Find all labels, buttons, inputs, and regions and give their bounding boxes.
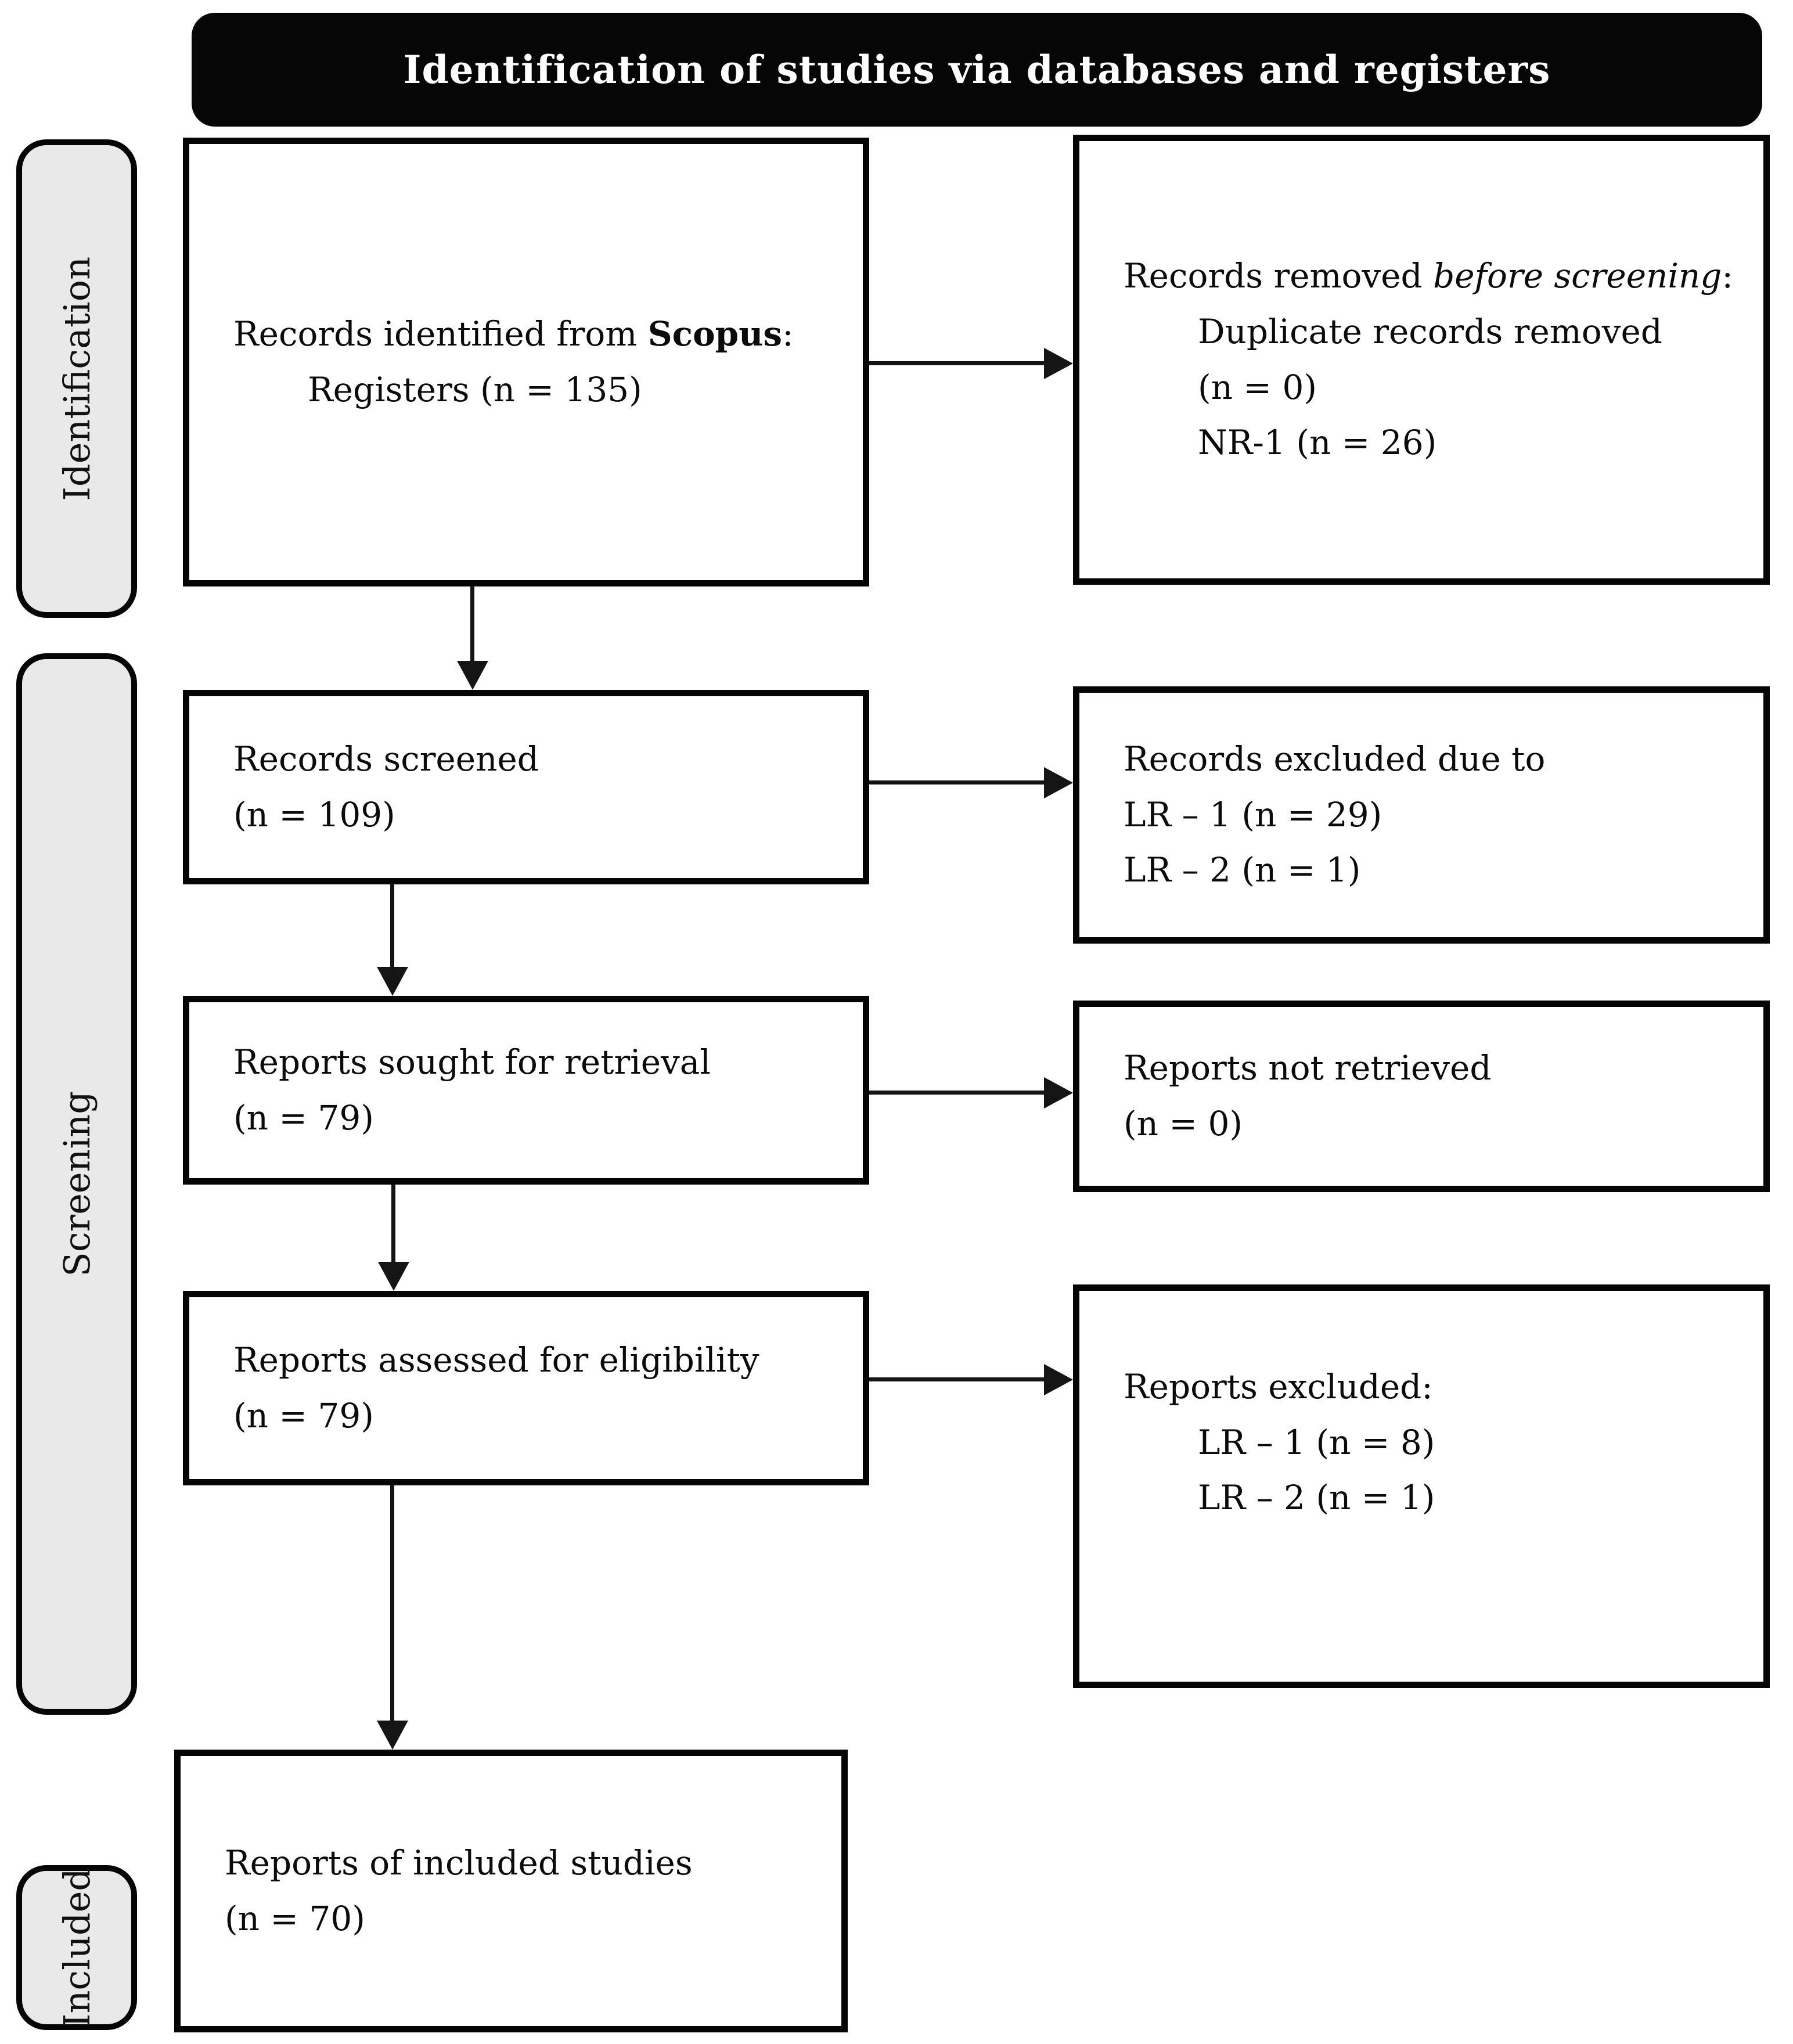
box-records-screened: Records screened (n = 109): [183, 690, 869, 884]
stage-label-included: Included: [16, 1865, 137, 2030]
reports-included-line2: (n = 70): [225, 1898, 365, 1938]
box-reports-sought: Reports sought for retrieval (n = 79): [183, 996, 869, 1185]
records-identified-line1: Records identified from Scopus:: [233, 314, 794, 354]
reports-sought-line2: (n = 79): [233, 1097, 374, 1138]
records-screened-line1: Records screened: [233, 739, 539, 779]
reports-not-retrieved-line1: Reports not retrieved: [1124, 1048, 1492, 1088]
records-excluded-item: LR – 1 (n = 29): [1124, 794, 1382, 834]
records-excluded-item: LR – 2 (n = 1): [1124, 850, 1361, 890]
stage-label-screening-text: Screening: [55, 1091, 98, 1277]
reports-not-retrieved-line2: (n = 0): [1124, 1104, 1243, 1143]
title-text: Identification of studies via databases …: [403, 47, 1551, 92]
records-excluded-line1: Records excluded due to: [1124, 739, 1546, 779]
reports-included-line1: Reports of included studies: [225, 1843, 693, 1883]
records-removed-item: NR-1 (n = 26): [1198, 423, 1437, 463]
records-removed-line1: Records removed before screening:: [1124, 256, 1733, 296]
box-reports-not-retrieved: Reports not retrieved (n = 0): [1073, 1001, 1770, 1192]
box-reports-included: Reports of included studies (n = 70): [174, 1750, 848, 2032]
box-reports-excluded: Reports excluded: LR – 1 (n = 8) LR – 2 …: [1073, 1284, 1770, 1688]
box-records-identified: Records identified from Scopus: Register…: [183, 138, 869, 586]
records-identified-line2: Registers (n = 135): [308, 369, 642, 409]
reports-excluded-item: LR – 2 (n = 1): [1198, 1478, 1435, 1518]
reports-assessed-line2: (n = 79): [233, 1395, 374, 1435]
box-records-removed: Records removed before screening: Duplic…: [1073, 135, 1770, 585]
box-records-excluded: Records excluded due to LR – 1 (n = 29) …: [1073, 686, 1770, 944]
stage-label-included-text: Included: [55, 1867, 98, 2028]
stage-label-identification: Identification: [16, 139, 137, 618]
box-reports-assessed: Reports assessed for eligibility (n = 79…: [183, 1291, 869, 1485]
records-screened-line2: (n = 109): [233, 794, 395, 834]
reports-sought-line1: Reports sought for retrieval: [233, 1042, 711, 1082]
reports-excluded-item: LR – 1 (n = 8): [1198, 1422, 1435, 1462]
records-removed-item: (n = 0): [1198, 367, 1317, 407]
stage-label-identification-text: Identification: [55, 256, 98, 501]
reports-assessed-line1: Reports assessed for eligibility: [233, 1340, 759, 1380]
reports-excluded-line1: Reports excluded:: [1124, 1367, 1433, 1406]
title-banner: Identification of studies via databases …: [192, 13, 1762, 127]
stage-label-screening: Screening: [16, 653, 137, 1715]
records-removed-item: Duplicate records removed: [1198, 311, 1662, 351]
